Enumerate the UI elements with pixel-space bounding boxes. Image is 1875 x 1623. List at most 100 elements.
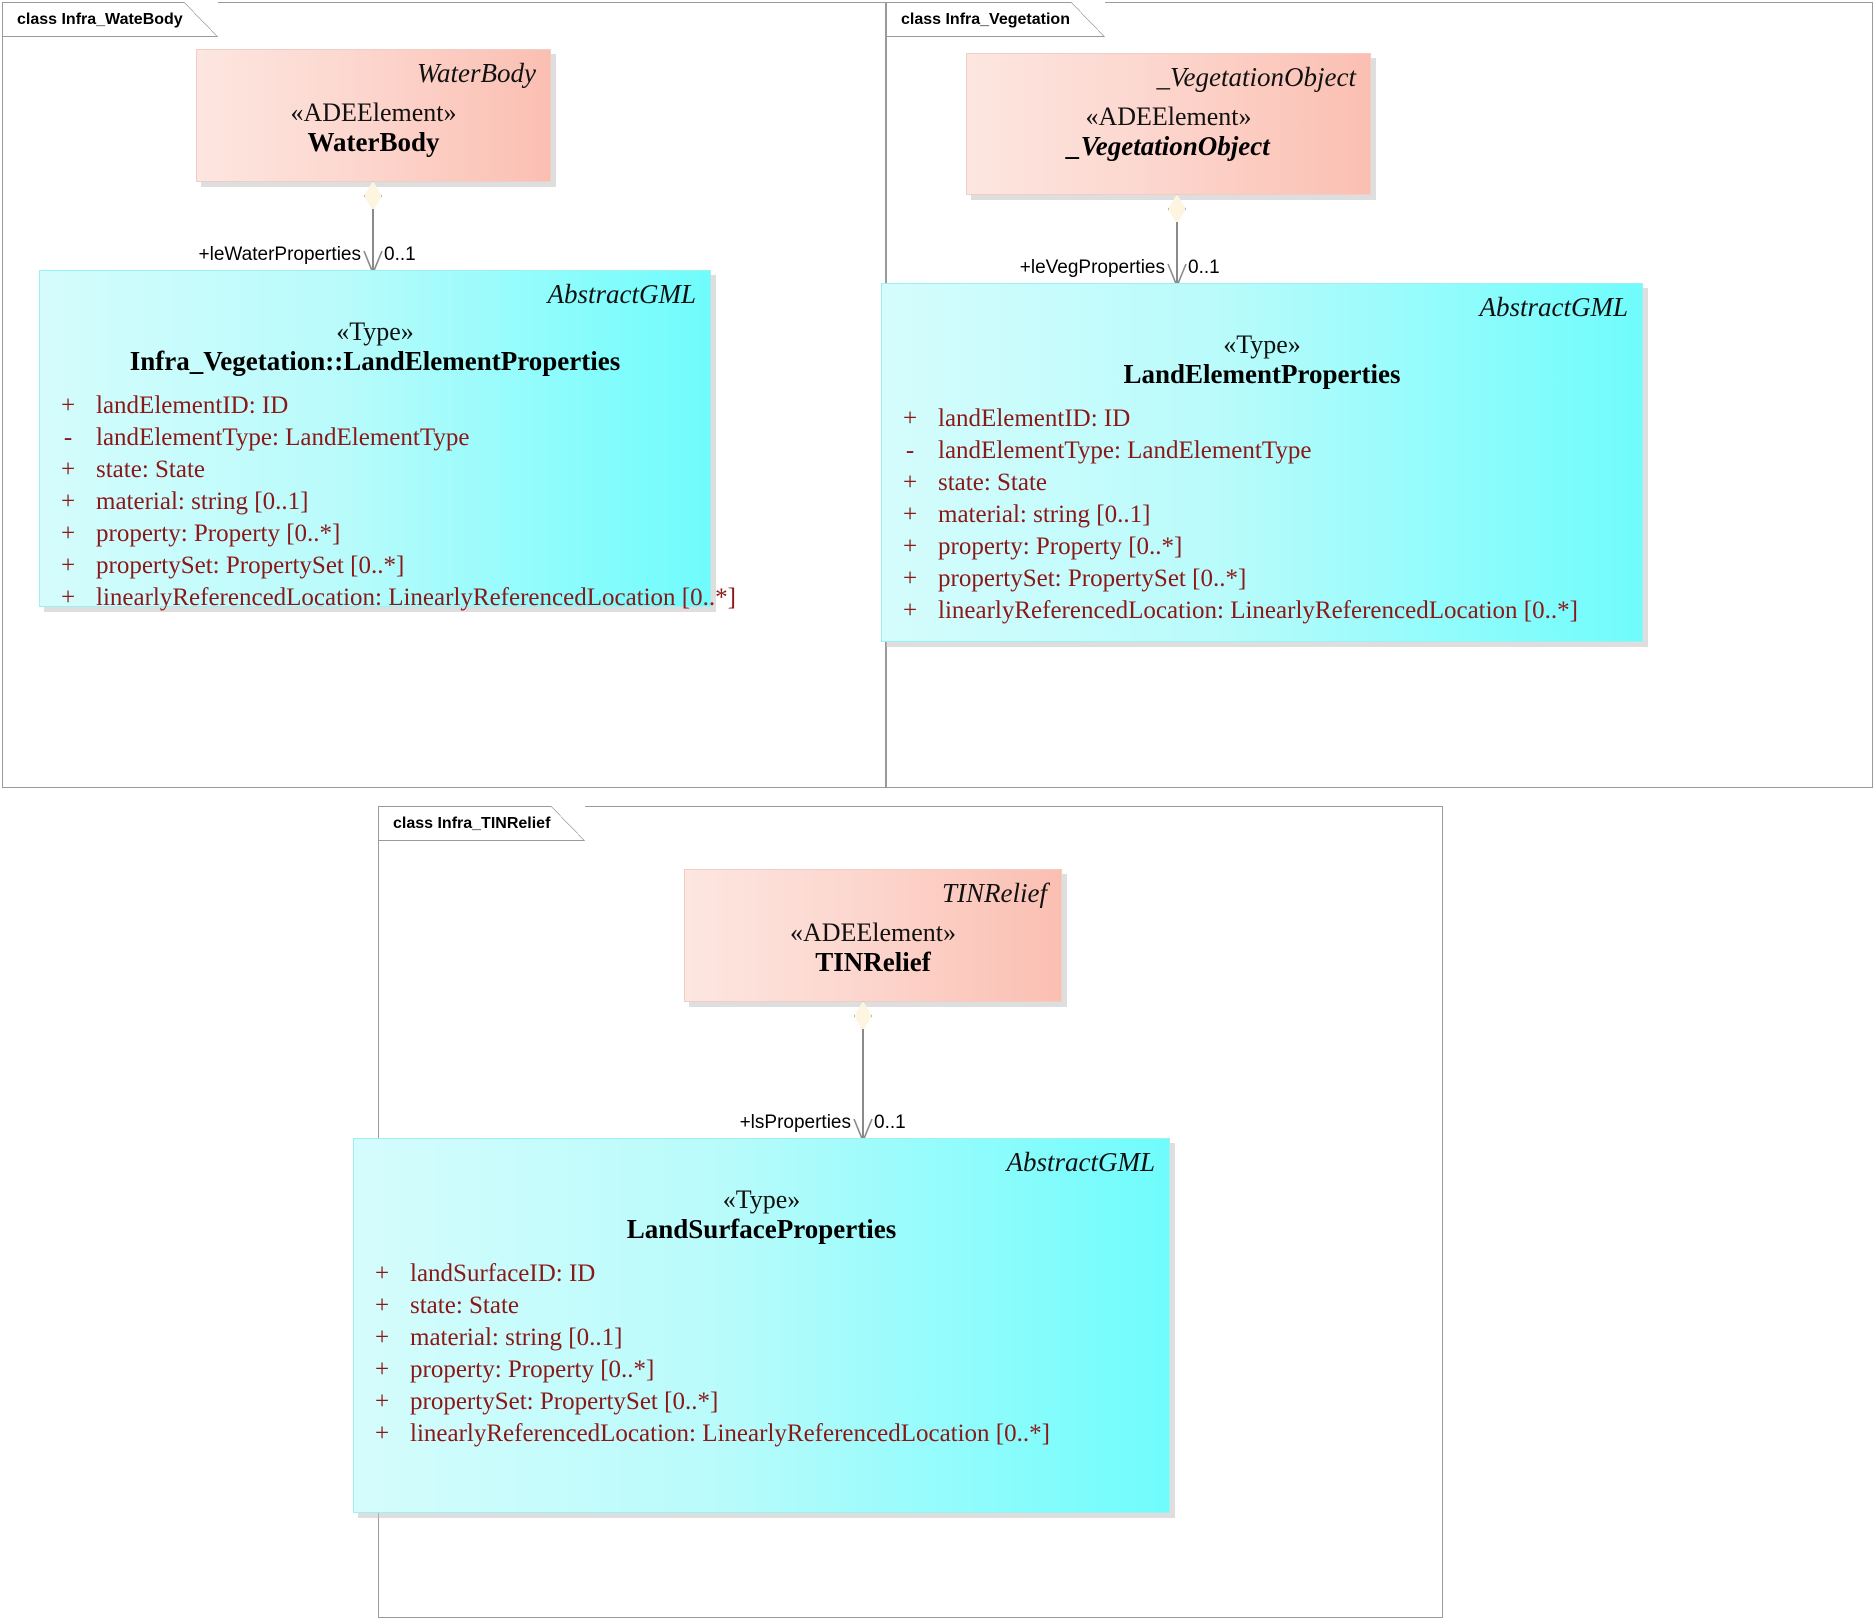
- class-stereotype: «Type»: [1223, 330, 1301, 359]
- aggregation-diamond-icon: [854, 1001, 872, 1031]
- attribute-signature: state: State: [938, 469, 1047, 497]
- frame-tab-infra-watebody: class Infra_WateBody: [3, 2, 218, 37]
- attribute-visibility: +: [60, 520, 76, 548]
- frame-tab-label: class Infra_Vegetation: [901, 10, 1070, 28]
- attribute-visibility: +: [902, 501, 918, 529]
- association-line: [372, 209, 374, 273]
- class-corner-label: TINRelief: [942, 878, 1047, 908]
- class-header: «Type» LandElementProperties: [882, 284, 1642, 389]
- attribute-signature: landSurfaceID: ID: [410, 1260, 596, 1288]
- class-box-landsurfaceproperties[interactable]: AbstractGML «Type» LandSurfaceProperties…: [353, 1138, 1170, 1513]
- attribute-signature: landElementType: LandElementType: [96, 424, 470, 452]
- class-corner-label: _VegetationObject: [1156, 62, 1356, 92]
- attribute-row: -landElementType: LandElementType: [882, 435, 1642, 467]
- attribute-signature: propertySet: PropertySet [0..*]: [410, 1388, 719, 1416]
- attribute-signature: material: string [0..1]: [96, 488, 309, 516]
- association-role-label: +leVegProperties: [1019, 257, 1165, 278]
- attribute-row: + state: State: [40, 454, 710, 486]
- attribute-signature: material: string [0..1]: [938, 501, 1151, 529]
- attribute-signature: propertySet: PropertySet [0..*]: [938, 565, 1247, 593]
- frame-infra-vegetation: class Infra_Vegetation _VegetationObject…: [881, 2, 1873, 788]
- attribute-signature: property: Property [0..*]: [96, 520, 341, 548]
- attribute-visibility: +: [60, 552, 76, 580]
- attribute-signature: linearlyReferencedLocation: LinearlyRefe…: [410, 1420, 1050, 1448]
- class-corner-label: AbstractGML: [1006, 1147, 1156, 1177]
- attribute-row: + material: string [0..1]: [354, 1322, 1169, 1354]
- class-name: LandSurfaceProperties: [626, 1214, 897, 1245]
- attribute-row: + linearlyReferencedLocation: LinearlyRef…: [40, 582, 736, 614]
- class-header: «Type» Infra_Vegetation::LandElementProp…: [40, 271, 710, 376]
- class-stereotype: «ADEElement»: [1085, 102, 1252, 131]
- class-header: «ADEElement» WaterBody: [197, 50, 550, 157]
- class-corner-label: AbstractGML: [1479, 292, 1629, 322]
- attribute-row: + propertySet: PropertySet [0..*]: [40, 550, 710, 582]
- class-name: LandElementProperties: [1123, 359, 1401, 390]
- association-line: [1176, 222, 1178, 286]
- attribute-row: +state: State: [354, 1290, 1169, 1322]
- association-multiplicity-label: 0..1: [874, 1112, 906, 1133]
- attribute-visibility: +: [902, 469, 918, 497]
- attribute-row: + propertySet: PropertySet [0..*]: [882, 563, 1642, 595]
- class-stereotype: «ADEElement»: [789, 918, 957, 947]
- attribute-row: + property: Property [0..*]: [354, 1354, 1169, 1386]
- association-role-label: +lsProperties: [739, 1112, 851, 1133]
- class-name: WaterBody: [307, 127, 440, 158]
- association-multiplicity-label: 0..1: [1188, 257, 1220, 278]
- attribute-visibility: +: [60, 456, 76, 484]
- attribute-row: + state: State: [882, 467, 1642, 499]
- class-header: «ADEElement» TINRelief: [685, 870, 1061, 977]
- attribute-visibility: +: [60, 584, 76, 612]
- attribute-row: + landElementID: ID: [882, 403, 1642, 435]
- class-corner-label: WaterBody: [417, 58, 536, 88]
- attribute-row: +landElementID: ID: [40, 390, 710, 422]
- attribute-visibility: -: [63, 424, 73, 452]
- association-role-label: +leWaterProperties: [198, 244, 361, 265]
- class-name: TINRelief: [815, 947, 931, 978]
- class-box-waterbody[interactable]: WaterBody «ADEElement» WaterBody: [196, 49, 551, 182]
- attribute-visibility: +: [374, 1292, 390, 1320]
- attribute-signature: propertySet: PropertySet [0..*]: [96, 552, 405, 580]
- attribute-visibility: +: [902, 405, 918, 433]
- class-header: «Type» LandSurfaceProperties: [354, 1139, 1169, 1244]
- attribute-visibility: +: [374, 1324, 390, 1352]
- class-header: «ADEElement» _VegetationObject: [967, 54, 1370, 161]
- class-stereotype: «Type»: [336, 317, 414, 346]
- frame-tab-infra-tinrelief: class Infra_TINRelief: [379, 806, 586, 841]
- attribute-visibility: +: [60, 488, 76, 516]
- attribute-signature: material: string [0..1]: [410, 1324, 623, 1352]
- class-stereotype: «ADEElement»: [290, 98, 457, 127]
- association-line: [862, 1029, 864, 1141]
- class-box-tinrelief[interactable]: TINRelief «ADEElement» TINRelief: [684, 869, 1062, 1002]
- attribute-visibility: -: [905, 437, 915, 465]
- attribute-signature: landElementID: ID: [938, 405, 1131, 433]
- class-box-infra-vegetation-landelementproperties[interactable]: AbstractGML «Type» Infra_Vegetation::Lan…: [39, 270, 736, 611]
- attribute-visibility: +: [902, 597, 918, 625]
- class-name: _VegetationObject: [1067, 131, 1270, 162]
- attribute-signature: property: Property [0..*]: [410, 1356, 655, 1384]
- attribute-visibility: +: [374, 1260, 390, 1288]
- attribute-row: +propertySet: PropertySet [0..*]: [354, 1386, 1169, 1418]
- aggregation-diamond-icon: [364, 181, 382, 211]
- attribute-signature: linearlyReferencedLocation: LinearlyRefe…: [96, 584, 736, 612]
- attribute-row: + property: Property [0..*]: [882, 531, 1642, 563]
- frame-tab-label: class Infra_TINRelief: [393, 814, 551, 832]
- attribute-row: + property: Property [0..*]: [40, 518, 710, 550]
- attribute-row: + landSurfaceID: ID: [354, 1258, 1169, 1290]
- attribute-row: + material: string [0..1]: [882, 499, 1642, 531]
- attribute-visibility: +: [902, 533, 918, 561]
- attribute-visibility: +: [374, 1356, 390, 1384]
- class-box-vegetationobject[interactable]: _VegetationObject «ADEElement» _Vegetati…: [966, 53, 1371, 195]
- attribute-signature: state: State: [96, 456, 205, 484]
- class-corner-label: AbstractGML: [547, 279, 697, 309]
- frame-infra-watebody: class Infra_WateBody WaterBody «ADEEleme…: [2, 2, 886, 788]
- attribute-list: +landSurfaceID: ID+state: State+material…: [354, 1258, 1169, 1462]
- attribute-signature: property: Property [0..*]: [938, 533, 1183, 561]
- attribute-visibility: +: [902, 565, 918, 593]
- attribute-row: + material: string [0..1]: [40, 486, 710, 518]
- attribute-signature: landElementType: LandElementType: [938, 437, 1312, 465]
- attribute-row: +linearlyReferencedLocation: LinearlyRef…: [882, 595, 1642, 627]
- frame-infra-tinrelief: class Infra_TINRelief TINRelief «ADEElem…: [353, 806, 1443, 1618]
- class-box-landelementproperties[interactable]: AbstractGML «Type» LandElementProperties…: [881, 283, 1643, 642]
- frame-tab-infra-vegetation: class Infra_Vegetation: [887, 2, 1105, 37]
- attribute-list: + landElementID: ID-landElementType: Land…: [882, 403, 1642, 639]
